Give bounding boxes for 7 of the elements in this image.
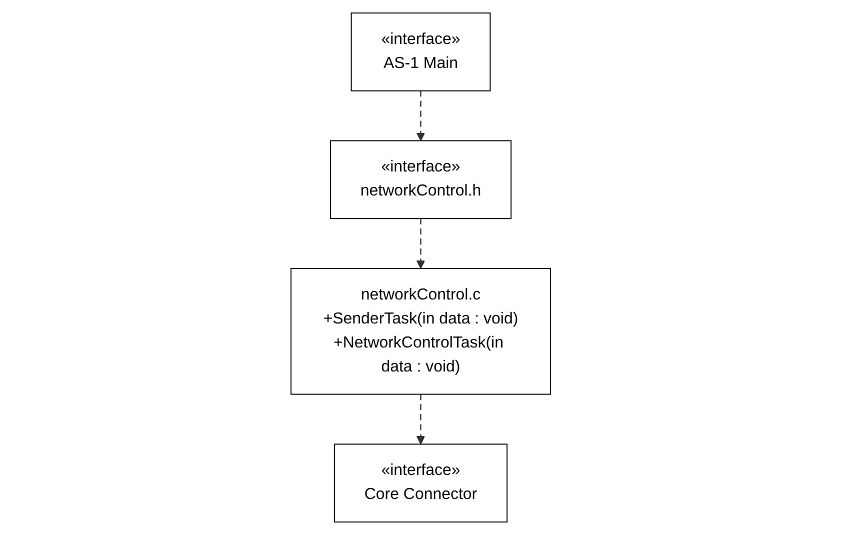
node-box: networkControl.c +SenderTask(in data : void) +NetworkControlTask(in data : void) [290, 268, 552, 395]
arrow [416, 218, 426, 269]
node-box: «interface» networkControl.h [330, 140, 512, 220]
arrow [416, 90, 426, 142]
arrow [416, 394, 426, 445]
node-box: «interface» Core Connector [334, 444, 508, 522]
node-box: «interface» AS-1 Main [351, 12, 491, 92]
